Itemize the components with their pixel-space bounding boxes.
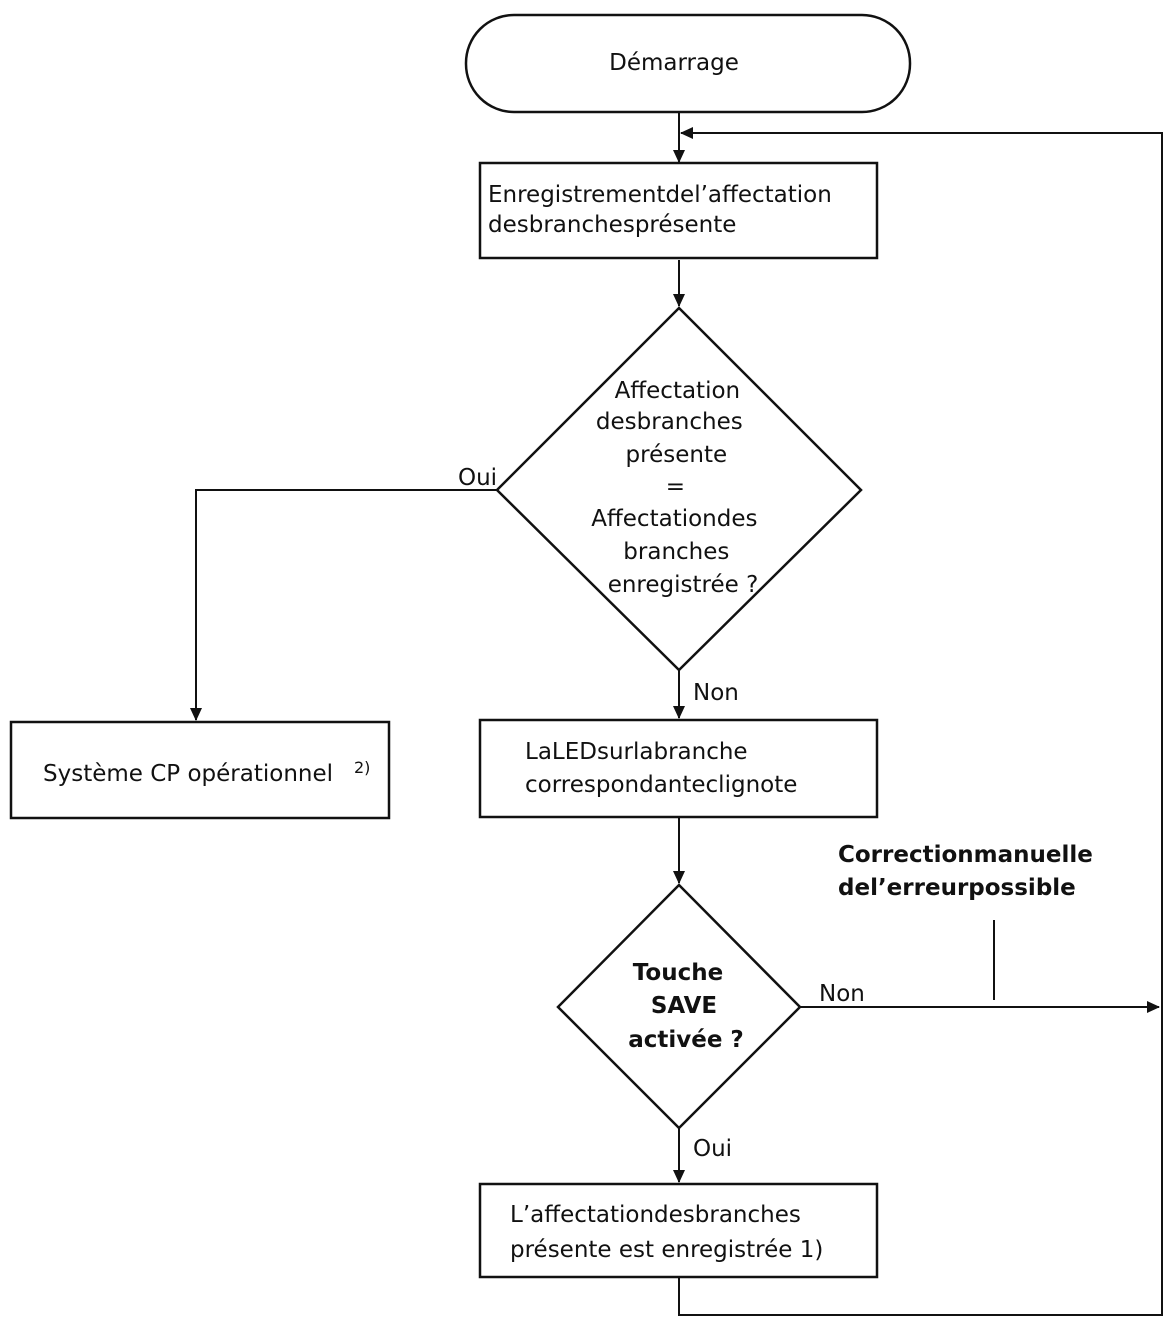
system-ok-footnote: 2) [354, 758, 370, 777]
save-yes-label: Oui [693, 1136, 732, 1162]
compare-decision-label: Affectation desbranches présente = Affec… [591, 378, 765, 598]
save-decision-diamond [556, 883, 802, 1130]
compare-no-label: Non [693, 680, 739, 706]
manual-correction-annotation: Correctionmanuelle del’erreurpossible [838, 842, 1101, 901]
connector-loop-back [680, 127, 1163, 1007]
compare-decision-diamond [495, 306, 863, 672]
system-ok-label: Système CP opérationnel [43, 761, 333, 787]
record-branches-label: Enregistrementdel’affectation desbranche… [488, 182, 839, 238]
save-no-label: Non [819, 981, 865, 1007]
start-label: Démarrage [609, 50, 739, 76]
save-decision-label: Touche SAVE activée ? [628, 960, 744, 1053]
compare-yes-label: Oui [458, 465, 497, 491]
system-ok-box [9, 720, 391, 820]
start-terminator [464, 13, 912, 114]
connector-saved-to-loop [678, 1007, 1163, 1316]
saved-box [478, 1182, 879, 1279]
record-branches-box [478, 161, 879, 260]
saved-label: L’affectationdesbranches présente est en… [510, 1202, 823, 1263]
connector-compare-yes [190, 489, 497, 721]
led-blinks-box [478, 718, 879, 819]
led-blinks-label: LaLEDsurlabranche correspondanteclignote [525, 739, 797, 798]
